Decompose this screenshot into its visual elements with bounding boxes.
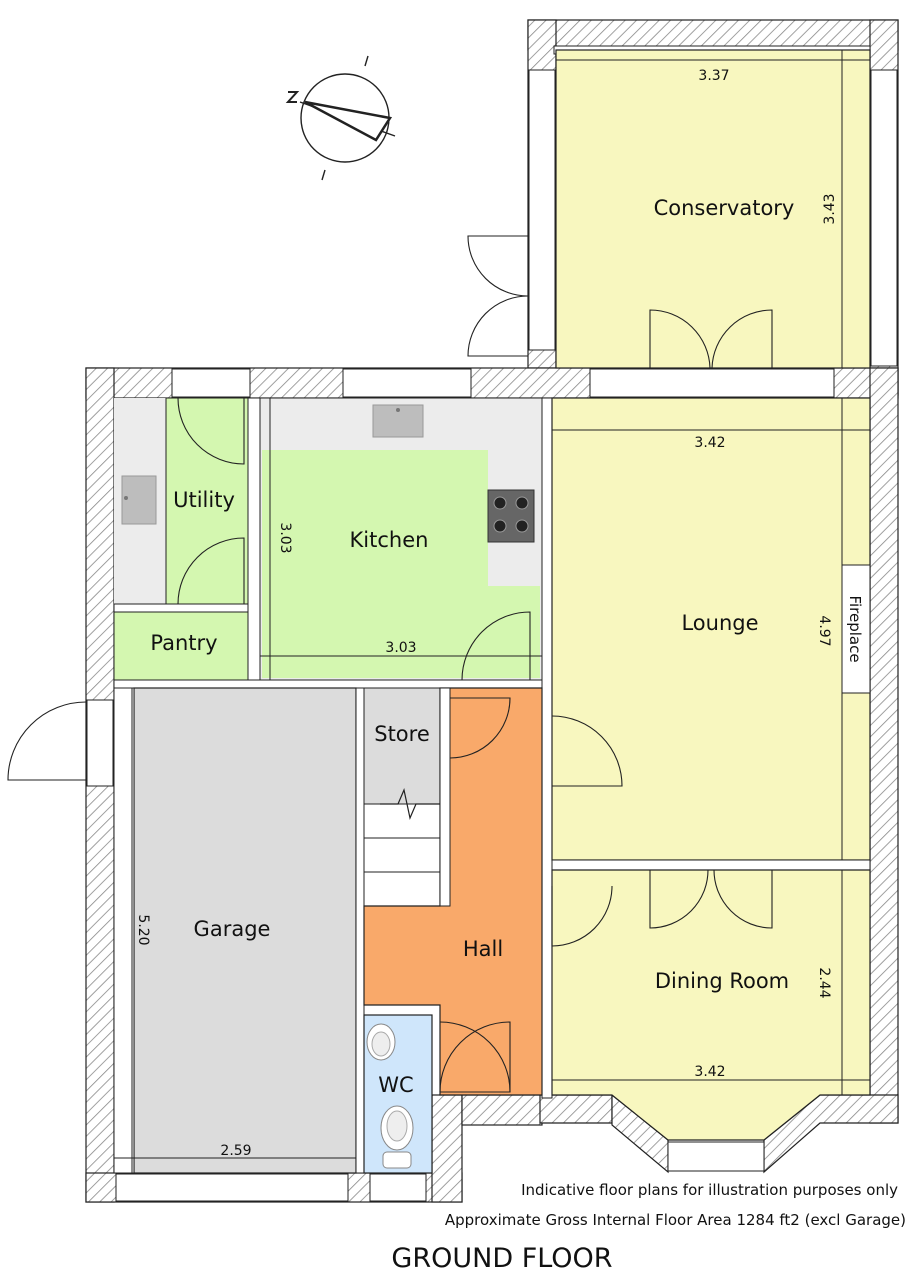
utility-label: Utility (173, 488, 235, 512)
pantry-room (113, 611, 253, 681)
lounge-room (551, 397, 871, 861)
conservatory-depth-label: 3.43 (822, 193, 838, 224)
garage-width-label: 2.59 (220, 1143, 251, 1159)
lounge-width-label: 3.42 (694, 435, 725, 451)
kitchen-depth-label: 3.03 (277, 522, 293, 553)
floor-area-note: Approximate Gross Internal Floor Area 12… (444, 1211, 906, 1229)
conservatory-label: Conservatory (654, 196, 795, 220)
fireplace (841, 564, 871, 694)
garage-depth-label: 5.20 (135, 914, 151, 945)
dining-depth-label: 2.44 (816, 967, 832, 998)
garage-room (133, 687, 357, 1174)
basin-icon (366, 1023, 396, 1061)
fireplace-label: Fireplace (846, 595, 864, 662)
dining-room-label: Dining Room (655, 969, 789, 993)
dining-room (551, 869, 871, 1141)
kitchen-label: Kitchen (350, 528, 429, 552)
stairs (363, 803, 441, 907)
sink-icon (121, 475, 157, 525)
pantry-label: Pantry (150, 631, 217, 655)
toilet-icon (380, 1105, 414, 1169)
door-swing-icon (7, 235, 773, 1093)
store-room (363, 687, 441, 805)
compass-north-icon (285, 55, 396, 181)
kitchen-width-label: 3.03 (385, 640, 416, 656)
hob-icon (487, 489, 535, 543)
conservatory-room (555, 49, 871, 369)
store-label: Store (374, 722, 430, 746)
dimension-lines (114, 50, 870, 1173)
wc-label: WC (378, 1073, 413, 1097)
conservatory-width-label: 3.37 (698, 68, 729, 84)
floor-title: GROUND FLOOR (391, 1243, 613, 1274)
sink-icon (372, 404, 424, 438)
disclaimer-note: Indicative floor plans for illustration … (521, 1181, 898, 1199)
dining-width-label: 3.42 (694, 1064, 725, 1080)
garage-label: Garage (194, 917, 271, 941)
lounge-label: Lounge (681, 611, 758, 635)
lounge-depth-label: 4.97 (816, 615, 832, 646)
hall-label: Hall (463, 937, 503, 961)
